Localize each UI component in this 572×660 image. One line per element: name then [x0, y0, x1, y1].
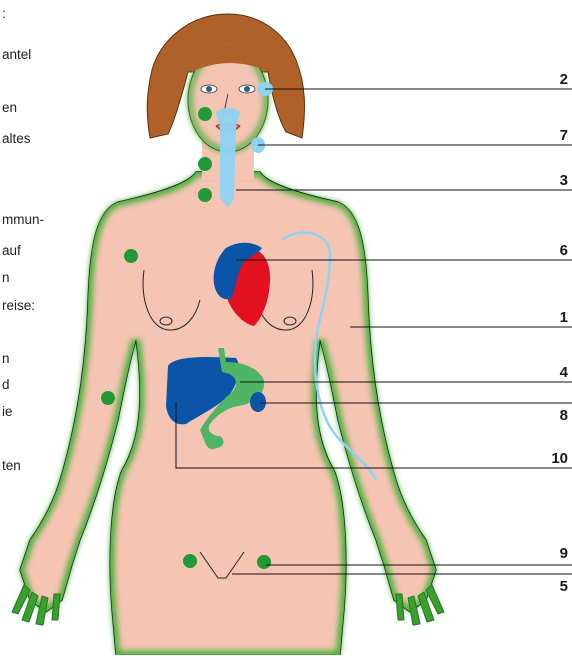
label-number: 5: [560, 578, 568, 595]
text-fragment: reise:: [2, 298, 35, 313]
text-fragment: ie: [2, 404, 13, 419]
text-fragment: n: [2, 270, 10, 285]
text-fragment: altes: [2, 131, 31, 146]
label-number: 7: [560, 127, 568, 144]
label-number: 3: [560, 172, 568, 189]
label-number: 6: [560, 242, 568, 259]
label-number: 4: [560, 364, 569, 381]
text-fragment: n: [2, 351, 10, 366]
label-number: 9: [560, 545, 568, 562]
text-fragment: ten: [2, 458, 21, 473]
text-fragment: antel: [2, 47, 31, 62]
text-fragment: en: [2, 100, 17, 115]
text-fragment: auf: [2, 243, 21, 258]
label-number: 10: [551, 450, 568, 467]
label-numbers: 2 7 3 6 1 4 8 10 9 5: [551, 71, 568, 595]
text-fragment: mmun-: [2, 212, 44, 227]
label-number: 2: [560, 71, 568, 88]
label-number: 8: [560, 407, 568, 424]
text-fragment: :: [2, 6, 6, 21]
label-number: 1: [560, 309, 568, 326]
pancreas: [250, 392, 266, 412]
text-fragment: d: [2, 377, 10, 392]
torso: [20, 172, 436, 655]
